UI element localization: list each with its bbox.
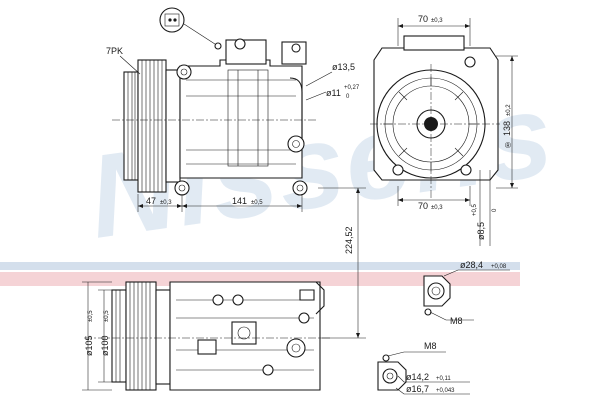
label-port-dia-c-tol: +0,043 [436, 388, 455, 394]
watermark-stripe-blue [0, 262, 520, 270]
label-length-main-tol: ±0,5 [251, 200, 263, 206]
label-port-dia-a-tol: +0,08 [491, 264, 507, 270]
pulley-face-bottom [111, 289, 127, 383]
label-length-vertical: 224,52 [344, 226, 354, 254]
pipe-fitting [287, 135, 305, 153]
label-width-top: 70 [418, 14, 428, 24]
label-height-right: 138 [502, 121, 512, 136]
label-width-top-tol: ±0,3 [431, 18, 443, 24]
side-view-bottom: ø105 ±0,5 ø100 ±0,5 [82, 281, 330, 391]
label-mount-hole-tol-lower: 0 [492, 208, 498, 212]
pulley-face [123, 71, 139, 181]
label-port-dia-c: ø16,7 [406, 384, 429, 394]
label-fitting-dia-2-tol-upper: +0,27 [344, 85, 360, 91]
port-detail-a: ø28,4 +0,08 M8 [423, 260, 510, 326]
label-fitting-dia-2: ø11 [326, 88, 341, 98]
label-fitting-dia-1: ø13,5 [332, 62, 355, 72]
compressor-body [179, 59, 303, 179]
watermark-trademark: ® [505, 141, 511, 150]
mount-ear-bottom-right [292, 180, 308, 196]
label-height-right-tol: ±0,2 [506, 104, 512, 116]
label-mount-hole-tol-upper: +0,5 [472, 203, 478, 216]
label-length-main: 141 [232, 196, 247, 206]
front-view: 70 ±0,3 138 ±0,2 70 ±0,3 ø8,5 +0,5 0 [370, 14, 518, 246]
label-pulley-dia-inner-tol: ±0,5 [104, 310, 110, 322]
port-detail-b: M8 ø14,2 +0,11 ø16,7 +0,043 [377, 341, 470, 395]
label-port-dia-b: ø14,2 [406, 372, 429, 382]
label-offset-left-tol: ±0,3 [160, 200, 172, 206]
label-pulley-dia-outer-tol: ±0,5 [88, 310, 94, 322]
top-fitting-left [225, 39, 267, 65]
label-port-dia-b-tol: +0,11 [436, 376, 451, 382]
label-thread-a: M8 [450, 316, 463, 326]
label-offset-left: 47 [146, 196, 156, 206]
mount-ear-bottom-left [174, 180, 190, 196]
mount-ear-top-left [176, 64, 192, 80]
electrical-connector [159, 7, 185, 33]
label-port-dia-a: ø28,4 [460, 260, 483, 270]
side-view-top: 7PK ø13,5 ø11 +0,27 0 47 ±0,3 141 ±0,5 [106, 7, 360, 212]
label-pulley-dia-inner: ø100 [100, 335, 110, 356]
pulley-body-bottom [125, 281, 157, 391]
label-pulley-dia-outer: ø105 [84, 335, 94, 356]
label-pulley-groove: 7PK [106, 46, 123, 56]
port-fitting-bottom [286, 338, 306, 358]
label-width-bottom-tol: ±0,3 [431, 205, 443, 211]
front-top-boss [403, 35, 465, 51]
pulley-body [137, 59, 167, 193]
label-thread-b: M8 [424, 341, 437, 351]
dim-vertical-224: 224,52 [318, 187, 366, 339]
label-width-bottom: 70 [418, 201, 428, 211]
label-fitting-dia-2-tol-lower: 0 [346, 94, 350, 100]
label-mount-hole: ø8,5 [476, 222, 486, 240]
